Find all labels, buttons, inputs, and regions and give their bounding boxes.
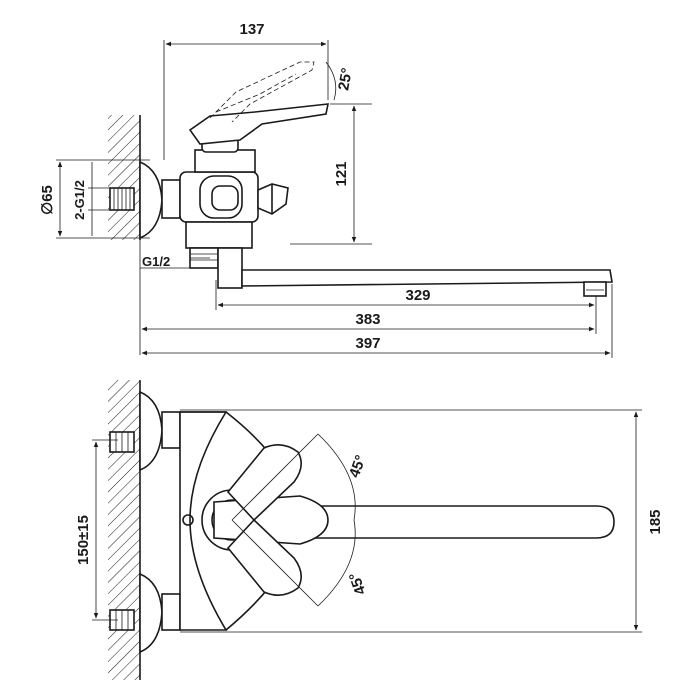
dim-185: 185	[180, 409, 664, 633]
dim-150: 150±15	[75, 439, 118, 621]
angle-45-upper-label: 45°	[346, 453, 370, 480]
flange-upper-top	[109, 390, 181, 472]
dim-383: 383	[139, 240, 597, 355]
dim-thread: G1/2	[140, 254, 210, 269]
angle-45-arcs: 45° 45°	[231, 433, 370, 607]
faucet-body-side	[179, 61, 329, 289]
dim-137: 137	[163, 21, 329, 160]
dim-121: 121	[290, 103, 372, 245]
dim-diameter: ∅65 2-G1/2	[39, 159, 150, 239]
angle-25: 25°	[325, 61, 356, 101]
wall-top	[108, 380, 141, 680]
dim-383-label: 383	[355, 311, 380, 328]
dim-diameter-label: ∅65	[39, 185, 56, 215]
dim-397: 397	[141, 284, 613, 358]
dim-329: 329	[215, 280, 597, 310]
dim-397-label: 397	[355, 335, 380, 352]
dim-329-label: 329	[405, 287, 430, 304]
dim-137-label: 137	[239, 21, 264, 38]
dim-185-label: 185	[647, 509, 664, 534]
top-view: 45° 45° 150±15 185	[75, 380, 664, 680]
angle-45-lower-label: 45°	[346, 570, 370, 597]
wall-side	[108, 115, 141, 240]
dim-150-label: 150±15	[75, 515, 92, 565]
dim-thread-label: G1/2	[142, 254, 170, 269]
lever-top	[213, 444, 329, 596]
flange-lower-top	[109, 572, 181, 654]
dim-121-label: 121	[333, 161, 350, 186]
angle-25-label: 25°	[335, 67, 356, 92]
spout-side	[241, 269, 613, 297]
dim-thread-pair-label: 2-G1/2	[72, 180, 87, 220]
side-view: 137 25° 121 ∅65 2-G1/2	[39, 21, 613, 358]
